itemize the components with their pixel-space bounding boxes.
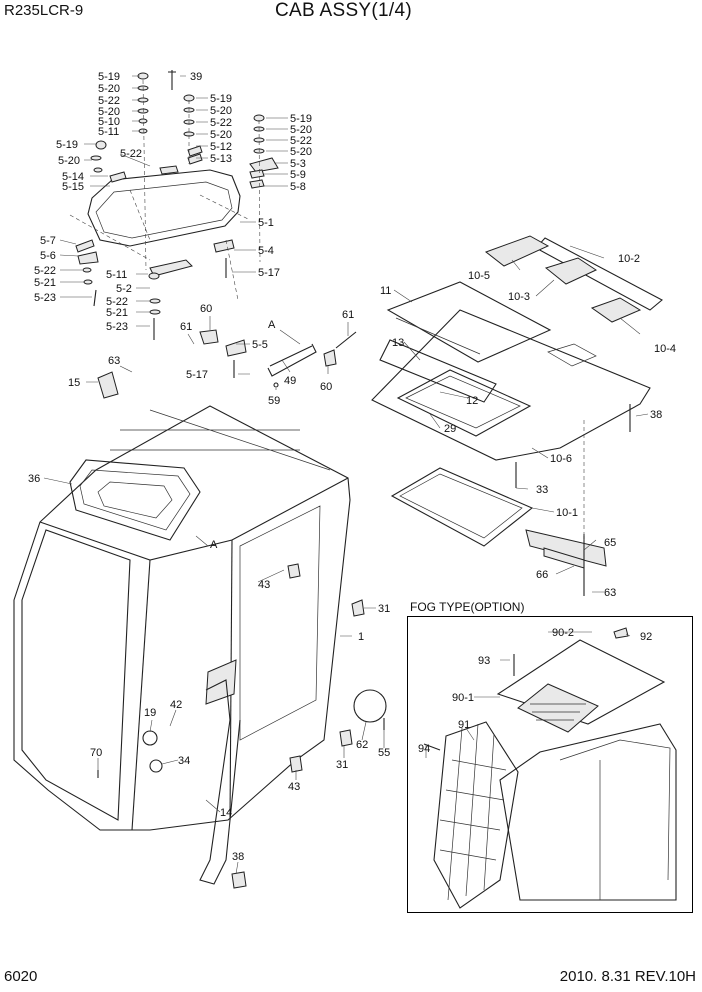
callout-label: 61 [180,321,192,333]
callout-label: 5-5 [252,339,268,351]
callout-label: 39 [190,71,202,83]
callout-label: 34 [178,755,190,767]
gas-spring-group [97,329,357,399]
callout-label: 33 [536,484,548,496]
callout-label: 5-22 [34,265,56,277]
callout-label: 42 [170,699,182,711]
callout-label: 5-20 [98,83,120,95]
callout-label: 43 [288,781,300,793]
callout-label: 5-8 [290,181,306,193]
roof-hatch-group [69,70,279,340]
callout-label: 5-20 [58,155,80,167]
callout-label: 5-21 [106,307,128,319]
callout-label: 5-19 [290,113,312,125]
callout-label: 5-20 [290,124,312,136]
callout-label: 5-23 [34,292,56,304]
callout-label: 5-11 [106,269,127,281]
callout-label: 5-2 [116,283,132,295]
callout-label: 31 [378,603,390,615]
callout-label: 60 [200,303,212,315]
callout-label: 5-15 [62,181,84,193]
callout-label: 55 [378,747,390,759]
callout-label: 61 [342,309,354,321]
callout-label: 49 [284,375,296,387]
callout-label: 91 [458,719,470,731]
callout-label: 29 [444,423,456,435]
callout-label: 10-2 [618,253,640,265]
callout-label: 63 [108,355,120,367]
callout-label: 5-12 [210,141,232,153]
callout-label: 19 [144,707,156,719]
callout-label: 10-4 [654,343,676,355]
callout-label: A [268,319,276,331]
callout-label: 5-17 [186,369,208,381]
callout-label: 94 [418,743,430,755]
callout-label: 93 [478,655,490,667]
leader-lines [43,75,649,875]
callout-label: 5-11 [98,126,119,138]
callout-label: 43 [258,579,270,591]
callout-label: 5-10 [98,116,120,128]
callout-label: 63 [604,587,616,599]
fog-option-frame [407,616,693,913]
callout-label: 15 [68,377,80,389]
callout-label: 1 [358,631,364,643]
callout-label: 70 [90,747,102,759]
callout-label: 10-6 [550,453,572,465]
callout-label: 90-2 [552,627,574,639]
callout-label: 5-20 [210,129,232,141]
callout-label: 5-4 [258,245,274,257]
callout-label: 38 [650,409,662,421]
callout-label: 5-23 [106,321,128,333]
callout-label: 62 [356,739,368,751]
callout-label: 5-1 [258,217,274,229]
revision-date: 2010. 8.31 REV.10H [559,968,696,985]
callout-label: 5-22 [120,148,142,160]
callout-label: 10-3 [508,291,530,303]
callout-label: 5-22 [290,135,312,147]
callout-label: 5-20 [98,106,120,118]
model-code: R235LCR-9 [4,2,84,19]
callout-label: 5-14 [62,171,84,183]
callout-label: 92 [640,631,652,643]
callout-label: 12 [466,395,478,407]
callout-label: 5-22 [98,95,120,107]
callout-label: 5-22 [106,296,128,308]
callout-label: 5-19 [56,139,78,151]
callout-label: 5-13 [210,153,232,165]
callout-label: 5-7 [40,235,56,247]
callout-label: 5-9 [290,169,306,181]
page-title: CAB ASSY(1/4) [275,0,412,21]
callout-label: 13 [392,337,404,349]
callout-label: 5-3 [290,158,306,170]
callout-label: 31 [336,759,348,771]
callout-label: 5-20 [290,146,312,158]
roof-panel-group [371,235,663,596]
callout-label: 5-19 [210,93,232,105]
callout-label: 10-1 [556,507,578,519]
fog-option-drawing [423,627,677,909]
callout-label: 5-19 [98,71,120,83]
callout-label: 10-5 [468,270,490,282]
callout-label: 65 [604,537,616,549]
callout-label: 14 [220,807,232,819]
callout-label: 38 [232,851,244,863]
callout-label: 5-22 [210,117,232,129]
callout-label: 5-20 [210,105,232,117]
fog-option-title: FOG TYPE(OPTION) [410,600,525,614]
callout-label: 90-1 [452,692,474,704]
callout-label: 5-21 [34,277,56,289]
callout-label: 5-17 [258,267,280,279]
callout-label: 36 [28,473,40,485]
callout-label: 59 [268,395,280,407]
callout-label: 66 [536,569,548,581]
callout-label: A [210,539,218,551]
callout-label: 5-6 [40,250,56,262]
page-number: 6020 [4,968,38,985]
callout-label: 60 [320,381,332,393]
cab-frame [13,405,387,889]
callout-label: 11 [380,285,391,297]
callout-labels: 5-19 5-20 5-22 5-20 5-10 5-11 39 5-19 5-… [28,71,676,863]
